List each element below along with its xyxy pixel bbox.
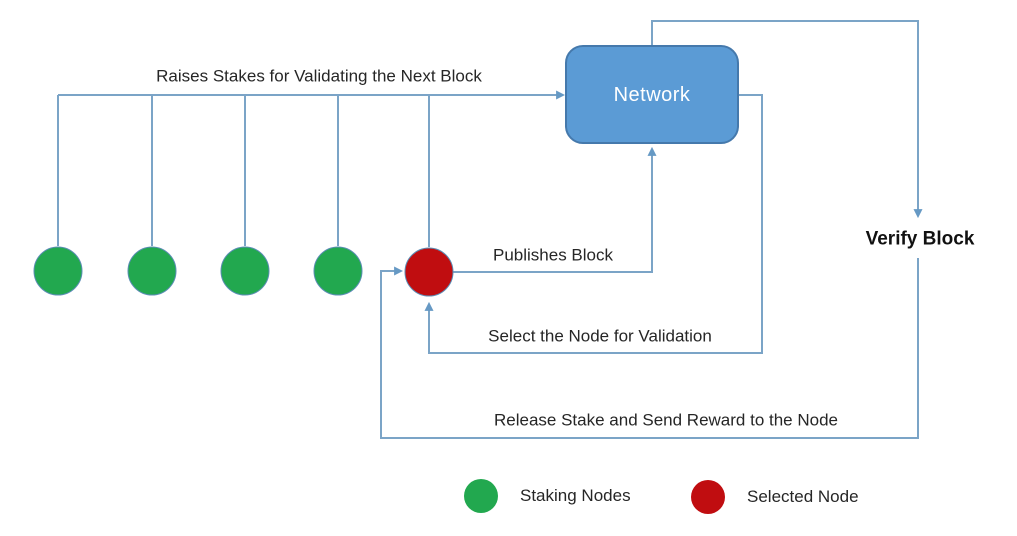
legend-selected-label: Selected Node (747, 487, 859, 506)
staking-node-circle-3 (220, 246, 270, 296)
connector-release-stake (380, 258, 919, 439)
release-stake-label: Release Stake and Send Reward to the Nod… (493, 410, 839, 430)
connector-verify-block (651, 20, 923, 219)
legend-staking-swatch-icon (464, 479, 498, 513)
raises-stakes-label: Raises Stakes for Validating the Next Bl… (156, 66, 482, 86)
verify-block-label: Verify Block (865, 228, 975, 250)
connector-select-node (424, 94, 763, 354)
network-box (565, 45, 739, 144)
staking-node-circle-1 (33, 246, 83, 296)
legend-selected-swatch-icon (691, 480, 725, 514)
connector-publishes-block (452, 146, 657, 273)
legend-staking-label: Staking Nodes (520, 486, 631, 505)
selected-node-circle (404, 247, 454, 297)
staking-node-circle-2 (127, 246, 177, 296)
staking-node-circle-4 (313, 246, 363, 296)
network-label: Network (613, 84, 691, 106)
publishes-block-label: Publishes Block (492, 245, 614, 265)
select-node-label: Select the Node for Validation (488, 326, 712, 346)
